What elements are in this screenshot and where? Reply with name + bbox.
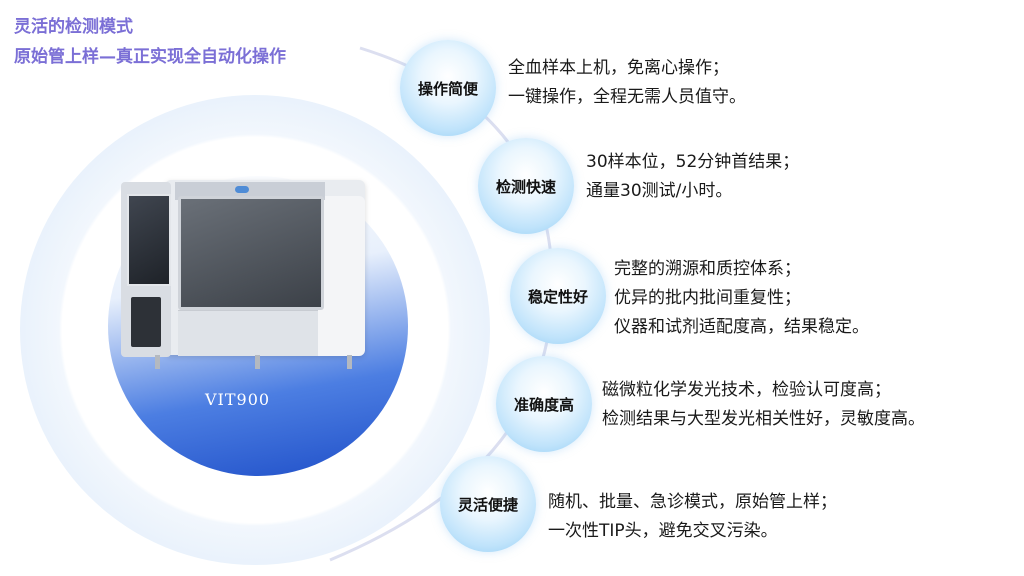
feature-desc-line: 一次性TIP头，避免交叉污染。	[548, 521, 778, 541]
feature-desc-line: 随机、批量、急诊模式，原始管上样；	[548, 492, 837, 512]
machine-leg	[347, 355, 352, 369]
analyzer-machine-image	[115, 172, 370, 382]
machine-sample-slot	[131, 297, 161, 347]
feature-desc-line: 30样本位，52分钟首结果；	[586, 152, 800, 172]
machine-lower-cabinet	[178, 310, 318, 356]
feature-bubble-fast-detection: 检测快速	[478, 138, 574, 234]
feature-desc-line: 一键操作，全程无需人员值守。	[508, 87, 746, 107]
feature-desc-easy-operation: 全血样本上机，免离心操作； 一键操作，全程无需人员值守。	[508, 54, 746, 112]
machine-logo-badge	[235, 186, 249, 193]
machine-top-panel	[175, 182, 325, 200]
feature-bubble-flexibility: 灵活便捷	[440, 456, 536, 552]
headline-line-1: 灵活的检测模式	[14, 17, 133, 37]
headline-line-2: 原始管上样—真正实现全自动化操作	[14, 47, 286, 67]
feature-desc-line: 仪器和试剂适配度高，结果稳定。	[614, 317, 869, 337]
headline: 灵活的检测模式 原始管上样—真正实现全自动化操作	[14, 12, 286, 72]
machine-leg	[255, 355, 260, 369]
feature-title: 稳定性好	[527, 287, 588, 306]
machine-touchscreen	[127, 194, 171, 286]
feature-desc-line: 完整的溯源和质控体系；	[614, 259, 801, 279]
machine-glass-hood	[178, 196, 324, 310]
feature-desc-line: 优异的批内批间重复性；	[614, 288, 801, 308]
feature-desc-flexibility: 随机、批量、急诊模式，原始管上样； 一次性TIP头，避免交叉污染。	[548, 488, 837, 546]
feature-desc-fast-detection: 30样本位，52分钟首结果； 通量30测试/小时。	[586, 148, 799, 206]
feature-desc-line: 检测结果与大型发光相关性好，灵敏度高。	[602, 409, 925, 429]
feature-desc-line: 全血样本上机，免离心操作；	[508, 58, 729, 78]
feature-bubble-easy-operation: 操作简便	[400, 40, 496, 136]
feature-title: 检测快速	[495, 177, 556, 196]
feature-desc-accuracy: 磁微粒化学发光技术，检验认可度高； 检测结果与大型发光相关性好，灵敏度高。	[602, 376, 925, 434]
feature-title: 准确度高	[513, 395, 574, 414]
feature-bubble-accuracy: 准确度高	[496, 356, 592, 452]
feature-desc-line: 磁微粒化学发光技术，检验认可度高；	[602, 380, 891, 400]
feature-title: 操作简便	[417, 79, 478, 98]
feature-title: 灵活便捷	[457, 495, 518, 514]
feature-desc-stability: 完整的溯源和质控体系； 优异的批内批间重复性； 仪器和试剂适配度高，结果稳定。	[614, 255, 869, 342]
feature-desc-line: 通量30测试/小时。	[586, 181, 733, 201]
product-model-label: VIT900	[205, 390, 271, 409]
feature-bubble-stability: 稳定性好	[510, 248, 606, 344]
machine-leg	[155, 355, 160, 369]
